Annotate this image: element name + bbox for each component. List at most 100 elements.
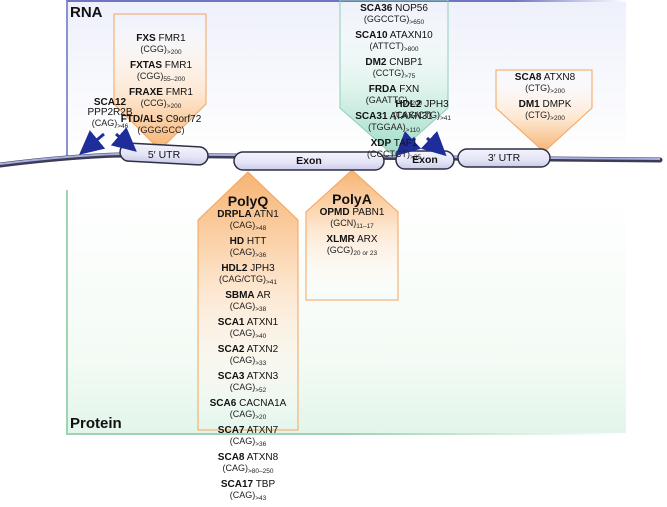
repeat-motif: (CAG)>36 — [229, 247, 267, 259]
disease-entry: SCA17 TBP(CAG)>43 — [198, 480, 298, 504]
repeat-motif: (GGCCTG)>650 — [363, 14, 425, 26]
repeat-motif: (CAG)>38 — [229, 301, 267, 313]
repeat-motif: (CAG)>36 — [229, 436, 267, 448]
repeat-count: >35 — [409, 154, 422, 161]
repeat-count: >110 — [405, 127, 420, 134]
disease-name: FXTAS — [129, 60, 163, 71]
disease-entry: SBMA AR(CAG)>38 — [198, 291, 298, 315]
repeat-motif: (CGG)>200 — [140, 44, 182, 56]
promoter-group: SCA12 PPP2R2B(CAG)>46 — [70, 98, 150, 135]
disease-entry: SCA7 ATXN7(CAG)>36 — [198, 426, 298, 450]
repeat-count: >75 — [404, 73, 416, 80]
disease-name: OPMD — [319, 207, 350, 218]
disease-entry: FRAXE FMR1(CCG)>200 — [106, 88, 216, 112]
repeat-count: >200 — [550, 88, 565, 95]
repeat-count: >52 — [255, 387, 267, 394]
gene-name: HTT — [244, 236, 267, 247]
repeat-motif: (GCN)11–17 — [330, 218, 374, 230]
repeat-motif: (CCTG)>75 — [372, 68, 416, 80]
disease-entry: SCA2 ATXN2(CAG)>33 — [198, 345, 298, 369]
disease-entry: FRDA FXN(GAATTC)>200 — [334, 85, 454, 109]
repeat-motif: (CCG)>200 — [140, 98, 182, 110]
gene-name: FMR1 — [162, 60, 193, 71]
disease-entry: FTD/ALS C9orf72(GGGGCC) — [106, 114, 216, 136]
repeat-count: >20 — [255, 414, 267, 421]
disease-entry: SCA3 ATXN3(CAG)>52 — [198, 372, 298, 396]
disease-entry: SCA8 ATXN8(CTG)>200 — [490, 73, 600, 97]
disease-name: SCA17 — [220, 479, 254, 490]
repeat-motif: (CAG)>33 — [229, 355, 267, 367]
repeat-count: >46 — [117, 123, 129, 130]
gene-name: ATXN8 — [244, 452, 279, 463]
hdl2-arrow-right — [420, 131, 447, 157]
polyq-title: PolyQ — [227, 193, 269, 209]
exon2-label: Exon — [412, 154, 438, 166]
disease-name: DM1 — [518, 99, 540, 110]
disease-name: FRAXE — [129, 87, 163, 98]
disease-entry: OPMD PABN1(GCN)11–17 — [302, 208, 402, 232]
disease-name: SCA7 — [217, 425, 245, 436]
gene-name: PPP2R2B — [87, 107, 133, 118]
gene-name: ATXN3 — [244, 371, 279, 382]
repeat-motif: (CAG)>52 — [229, 382, 267, 394]
disease-entry: FXS FMR1(CGG)>200 — [106, 34, 216, 58]
disease-name: HDL2 — [221, 263, 248, 274]
disease-name: SCA2 — [217, 344, 245, 355]
repeat-motif: (GAATTC)>200 — [365, 95, 423, 107]
gene-name: TBP — [253, 479, 276, 490]
gene-name: FXN — [396, 84, 420, 95]
repeat-motif: (CAG)>48 — [229, 220, 267, 232]
repeat-count: >40 — [255, 333, 267, 340]
disease-name: SCA6 — [209, 398, 237, 409]
repeat-motif: (GGGGCC) — [137, 125, 185, 135]
gene-name: JPH3 — [421, 99, 449, 110]
diagram-canvas — [0, 0, 663, 431]
utr5-label: 5′ UTR — [147, 149, 181, 161]
sca12-arrow-left — [79, 130, 106, 155]
gene-name: C9orf72 — [162, 114, 202, 125]
disease-name: SCA3 — [217, 371, 245, 382]
gene-name: ATXN2 — [244, 344, 279, 355]
repeat-count: >200 — [166, 103, 182, 110]
disease-name: SBMA — [225, 290, 255, 301]
repeat-count: 55–200 — [163, 76, 186, 83]
repeat-motif: (TGGAA)>110 — [368, 122, 420, 134]
repeat-motif: (CTG)>200 — [525, 83, 565, 95]
repeat-count: 20 or 23 — [353, 250, 378, 257]
disease-entry: HDL2 JPH3(CAG/CTG)>41 — [198, 264, 298, 288]
disease-name: XLMR — [326, 234, 355, 245]
repeat-count: >48 — [255, 225, 267, 232]
gene-name: FMR1 — [155, 33, 186, 44]
repeat-motif: (CAG)>46 — [91, 118, 129, 130]
rna-strand-highlight — [0, 152, 661, 165]
rna-label: RNA — [70, 4, 103, 21]
gene-name: ATAXN10 — [387, 30, 433, 41]
repeat-count: >200 — [407, 100, 423, 107]
exon1-label: Exon — [296, 155, 322, 167]
disease-name: DRPLA — [217, 209, 252, 220]
repeat-count: >41 — [265, 279, 278, 286]
exon2-group: HDL2 JPH3(CAG/CTG)>41 — [382, 100, 462, 127]
repeat-count: >41 — [439, 115, 452, 122]
repeat-count: >38 — [255, 306, 267, 313]
repeat-count: >33 — [255, 360, 267, 367]
repeat-motif: (CAG)>43 — [229, 490, 267, 502]
gene-name: FMR1 — [162, 87, 193, 98]
disease-name: FXS — [136, 33, 156, 44]
disease-entry: SCA1 ATXN1(CAG)>40 — [198, 318, 298, 342]
disease-entry: FXTAS FMR1(CGG)55–200 — [106, 61, 216, 85]
disease-name: HDL2 — [395, 99, 422, 110]
repeat-motif: (CAG)>80–250 — [222, 463, 274, 475]
gene-name: JPH3 — [247, 263, 275, 274]
disease-name: HD — [229, 236, 245, 247]
disease-entry: SCA10 ATAXN10(ATTCT)>800 — [334, 31, 454, 55]
disease-name: XDP — [370, 138, 392, 149]
gene-name: PABN1 — [349, 207, 385, 218]
disease-entry: SCA8 ATXN8(CAG)>80–250 — [198, 453, 298, 477]
gene-name: AR — [254, 290, 271, 301]
polya-title: PolyA — [332, 191, 372, 207]
gene-name: ATXN1 — [244, 317, 279, 328]
